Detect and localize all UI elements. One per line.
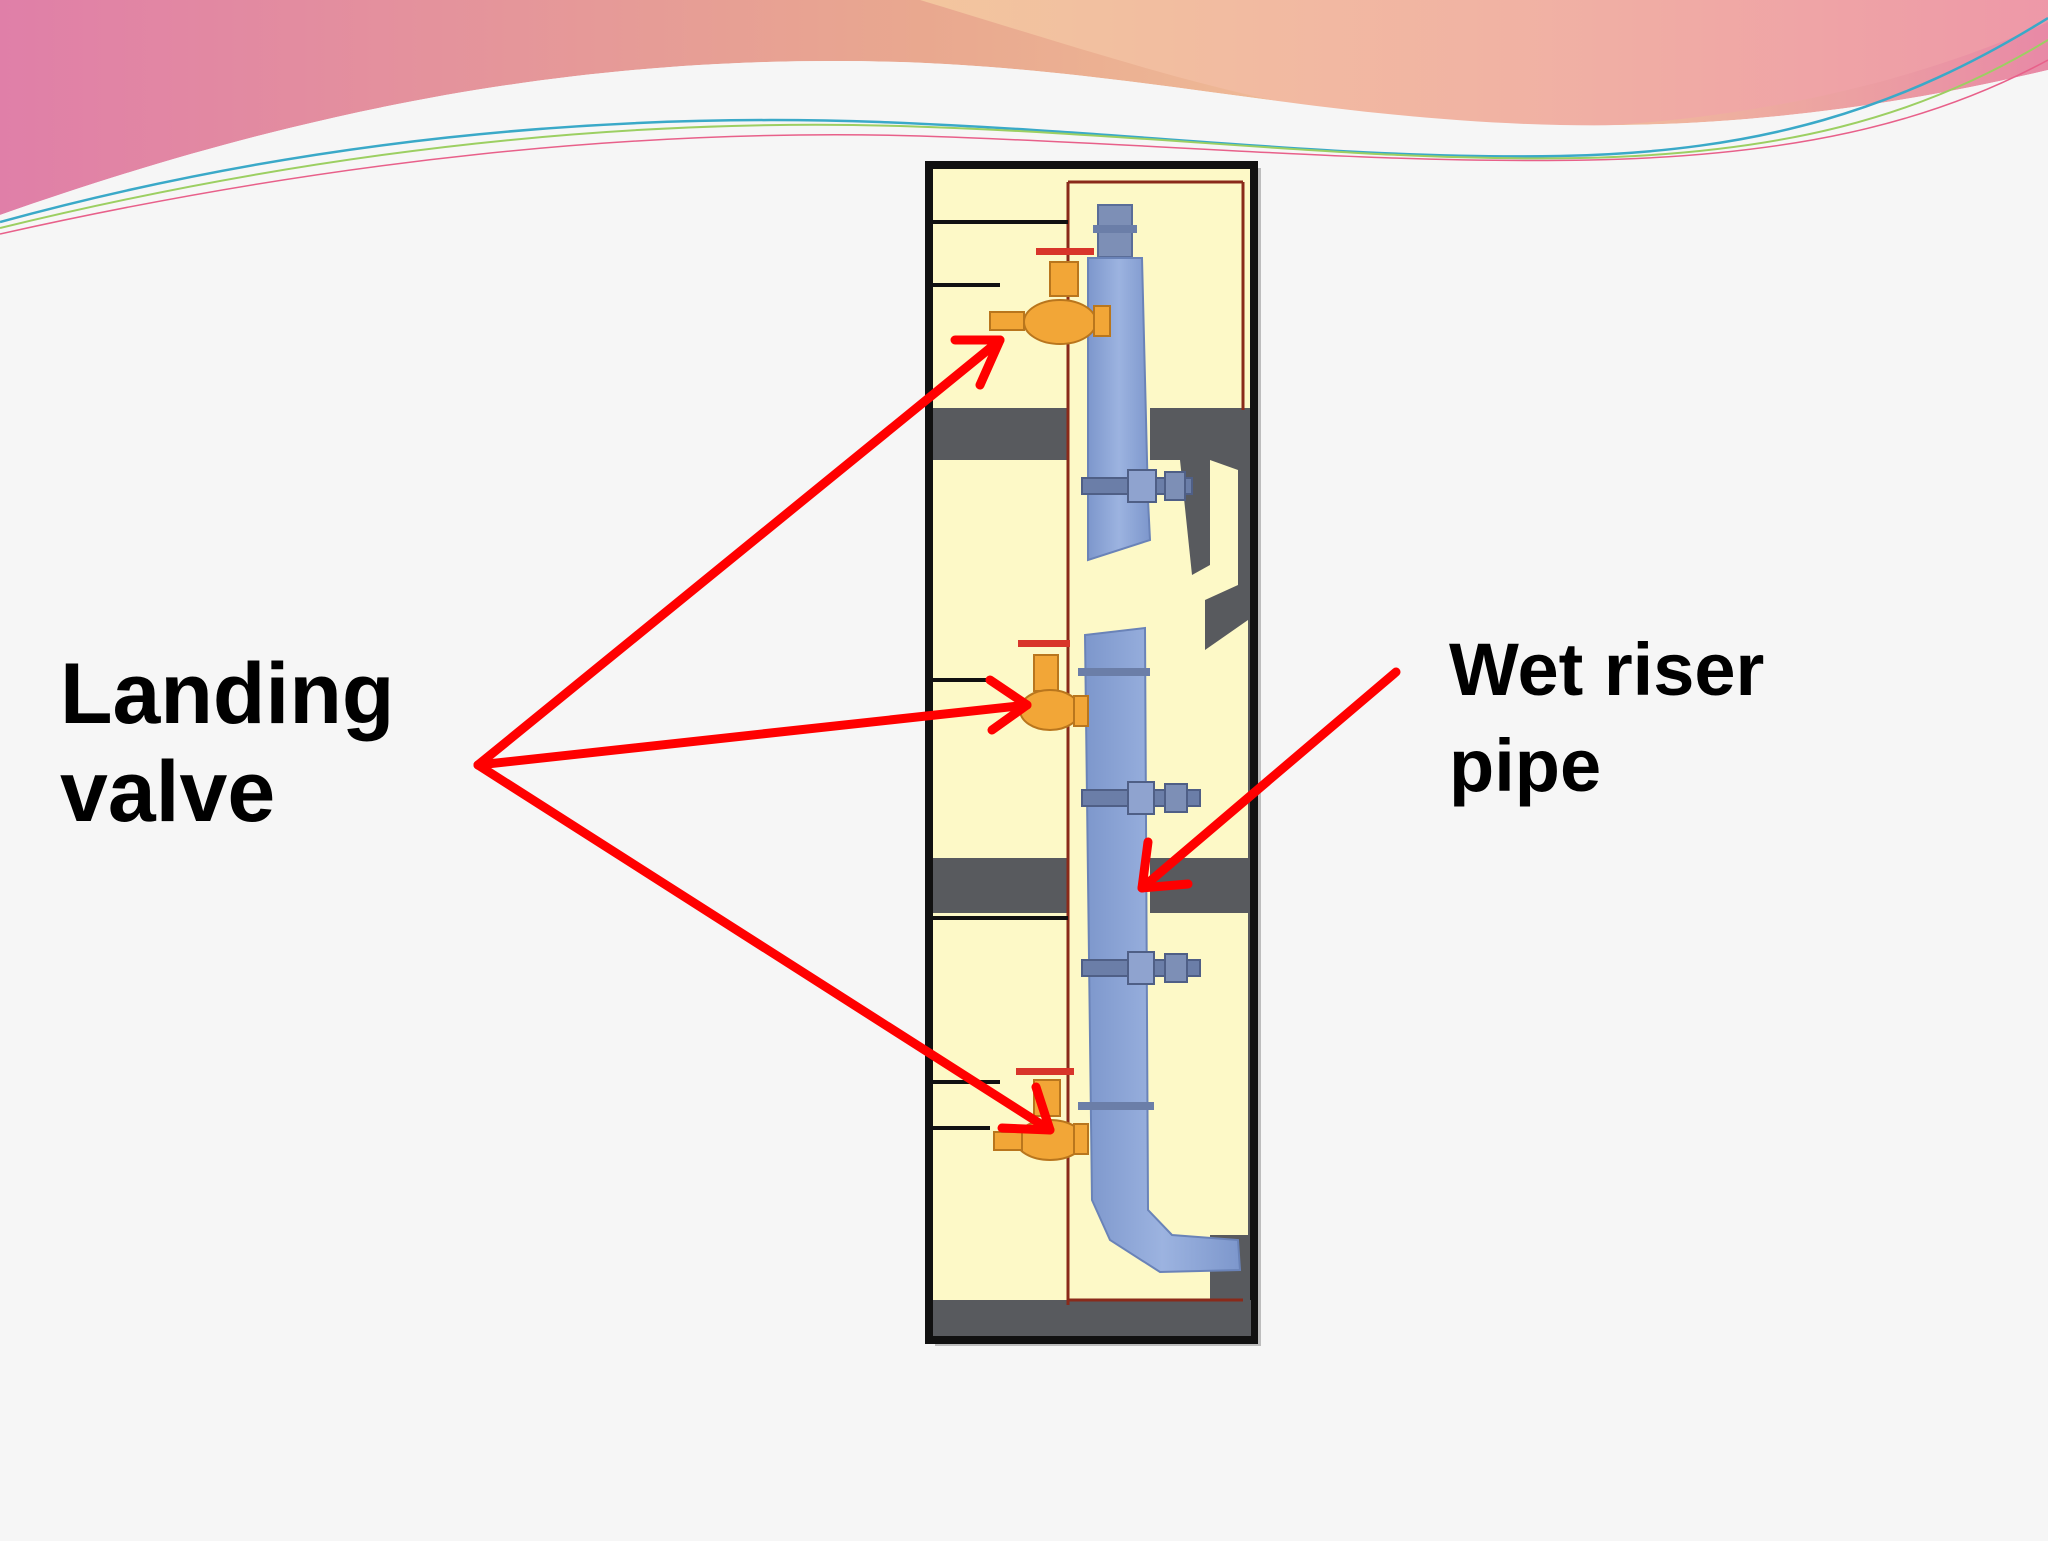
arrow-to-top-valve (473, 335, 1005, 770)
floor-slab (933, 408, 1068, 460)
riser-pipe-arrow (1137, 667, 1401, 893)
arrow-head-bottom-valve (997, 1082, 1055, 1135)
shaft-wall (1205, 460, 1250, 1300)
arrow-to-bottom-valve (473, 760, 1055, 1135)
header-wave (0, 0, 2048, 235)
arrow-head-riser-pipe (1137, 837, 1193, 893)
wet-riser-pipe-label: Wet riser pipe (1449, 628, 1765, 807)
landing-valve-arrows (473, 335, 1055, 1135)
arrow-to-middle-valve (473, 700, 1032, 770)
landing-valve-top (989, 248, 1111, 345)
arrow-to-riser-pipe (1137, 667, 1401, 893)
floor-slab (1150, 408, 1250, 460)
riser-pipe-lower (1078, 626, 1242, 1274)
arrow-head-middle-valve (985, 675, 1032, 735)
arrow-head-top-valve (950, 335, 1005, 390)
floor-slab (933, 858, 1068, 913)
landing-valve-label: Landing valve (60, 646, 395, 840)
floor-slab (933, 1300, 1251, 1336)
